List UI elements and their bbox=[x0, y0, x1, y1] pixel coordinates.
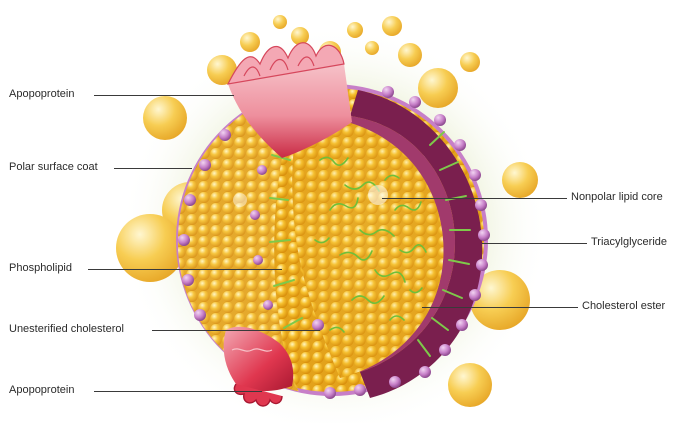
leader-apoprotein-top bbox=[94, 95, 234, 96]
label-unesterified-cholesterol: Unesterified cholesterol bbox=[9, 323, 124, 336]
label-apoprotein-bottom: Apopoprotein bbox=[9, 384, 74, 397]
leader-polar-surface-coat bbox=[114, 168, 192, 169]
label-triacylglyceride: Triacylglyceride bbox=[591, 236, 667, 249]
leader-cholesterol-ester bbox=[422, 307, 578, 308]
leader-phospholipid bbox=[88, 269, 282, 270]
label-cholesterol-ester: Cholesterol ester bbox=[582, 300, 665, 313]
leader-unesterified-cholesterol bbox=[152, 330, 320, 331]
leader-nonpolar-lipid-core bbox=[382, 198, 567, 199]
leader-apoprotein-bottom bbox=[94, 391, 262, 392]
label-phospholipid: Phospholipid bbox=[9, 262, 72, 275]
label-apoprotein-top: Apopoprotein bbox=[9, 88, 74, 101]
label-nonpolar-lipid-core: Nonpolar lipid core bbox=[571, 191, 663, 204]
leader-triacylglyceride bbox=[482, 243, 587, 244]
label-polar-surface-coat: Polar surface coat bbox=[9, 161, 98, 174]
